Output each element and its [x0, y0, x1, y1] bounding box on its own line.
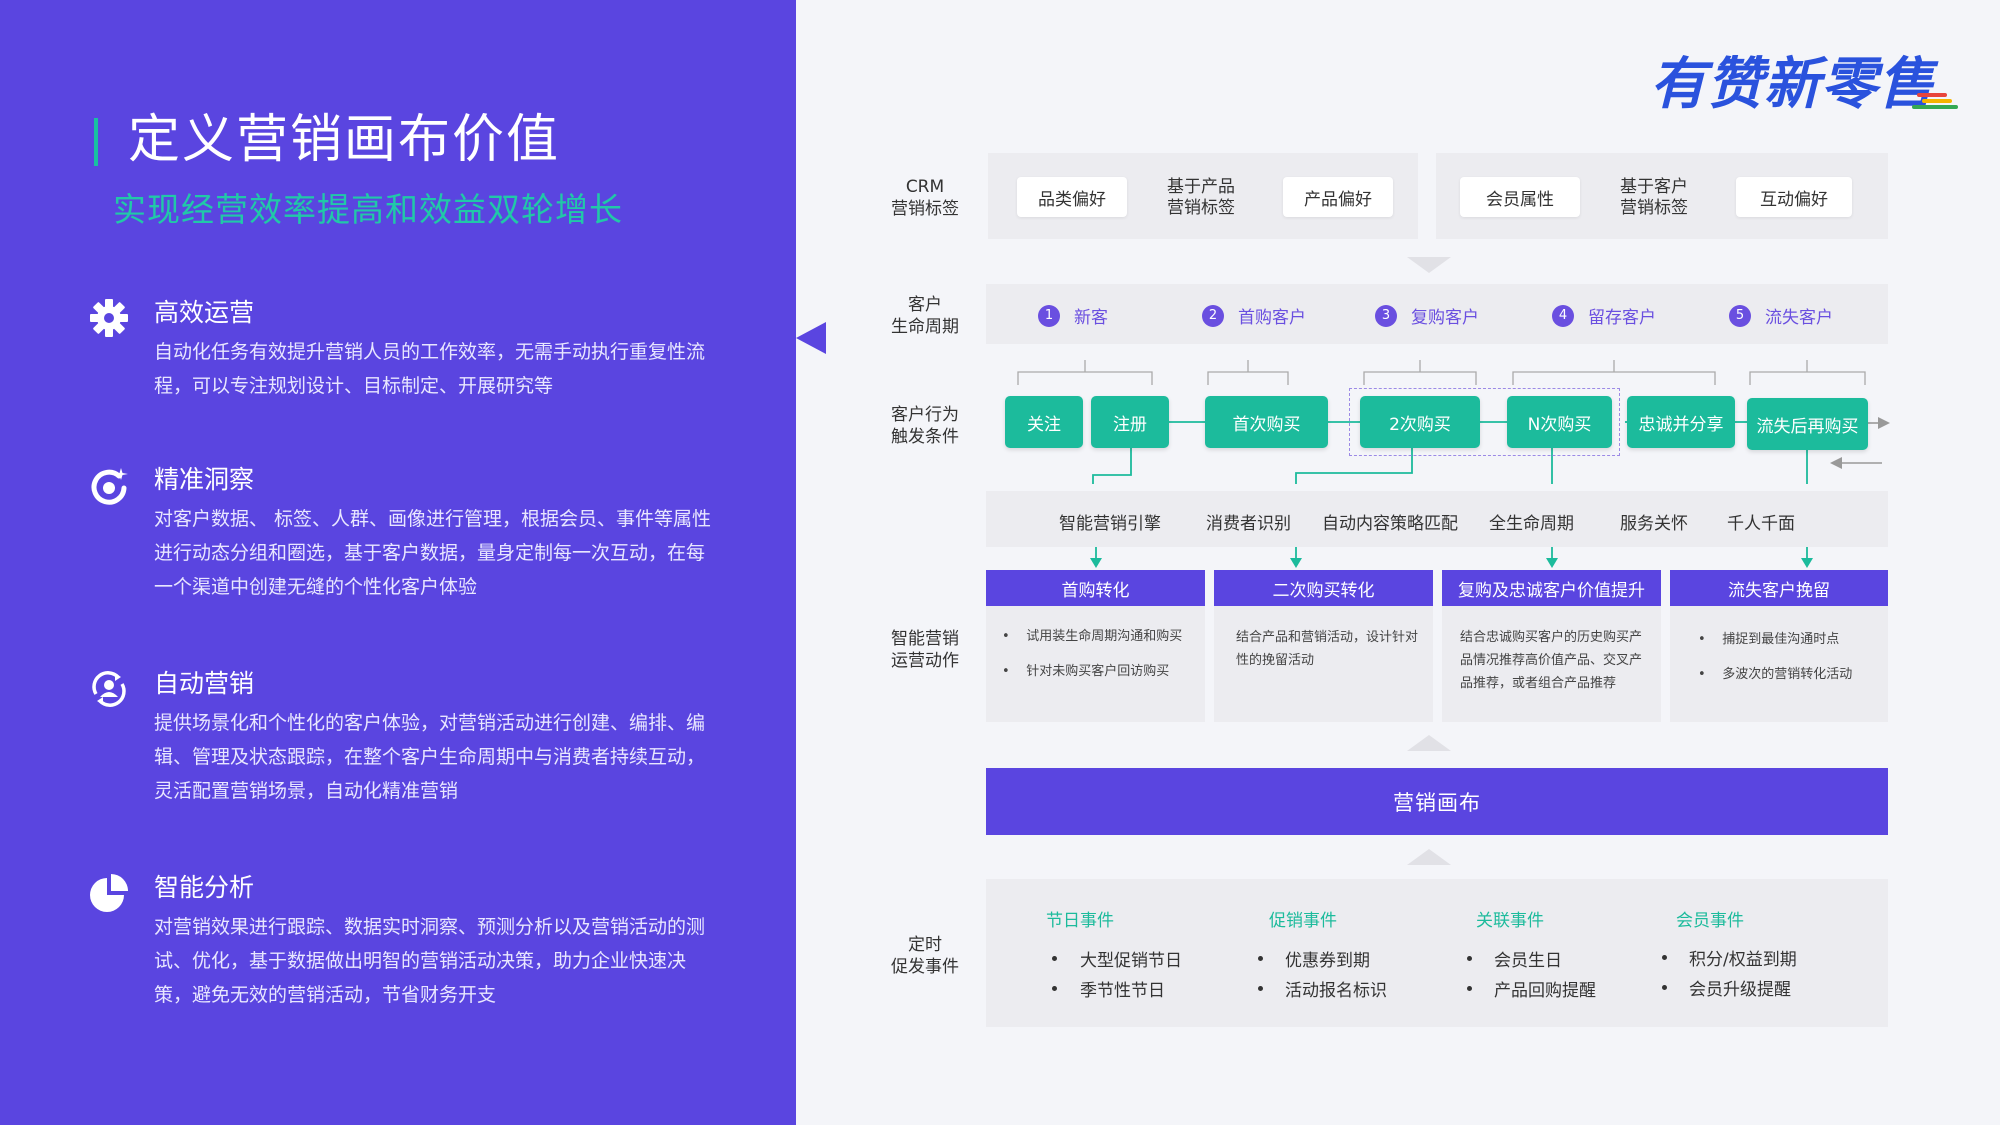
op-first-purchase-head: 首购转化: [986, 570, 1205, 606]
bullet-dot: [1467, 956, 1472, 961]
op-second-purchase-head: 二次购买转化: [1214, 570, 1433, 606]
behavior-repurchase-after-churn: 流失后再购买: [1747, 398, 1868, 450]
feature-desc: 对营销效果进行跟踪、数据实时洞察、预测分析以及营销活动的测试、优化，基于数据做出…: [154, 916, 706, 1006]
engine-smart-marketing: 智能营销引擎: [1059, 514, 1161, 534]
op-second-purchase-body: 结合产品和营销活动，设计针对性的挽留活动: [1214, 606, 1433, 722]
behavior-follow: 关注: [1005, 396, 1083, 448]
op-loyal-value-head: 复购及忠诚客户价值提升: [1442, 570, 1661, 606]
bullet-dot: [1052, 986, 1057, 991]
op-loyal-value-body: 结合忠诚购买客户的历史购买产品情况推荐高价值产品、交叉产品推荐，或者组合产品推荐: [1442, 606, 1661, 722]
row-label-events: 定时促发事件: [891, 935, 959, 977]
bullet-dot: [1258, 956, 1263, 961]
crm-customer-tag-label: 基于客户营销标签: [1620, 177, 1688, 218]
flow-arrow-down: [1407, 257, 1451, 273]
crm-tag-category-pref: 品类偏好: [1017, 177, 1127, 217]
event-related-title: 关联事件: [1476, 911, 1544, 931]
marketing-canvas-bar: 营销画布: [986, 768, 1888, 835]
bullet-dot: [1258, 986, 1263, 991]
event-item: 会员生日: [1494, 951, 1562, 971]
engine-personalization: 千人千面: [1727, 514, 1795, 534]
feature-name: 智能分析: [154, 873, 255, 902]
crm-tag-member-attr: 会员属性: [1460, 177, 1580, 217]
behavior-n-purchase: N次购买: [1507, 396, 1612, 448]
behavior-loyal-share: 忠诚并分享: [1627, 396, 1735, 448]
engine-service-care: 服务关怀: [1620, 514, 1688, 534]
row-label-lifecycle: 客户生命周期: [891, 295, 959, 337]
crm-tag-product-pref: 产品偏好: [1283, 177, 1393, 217]
behavior-second-purchase: 2次购买: [1360, 396, 1480, 448]
event-item: 积分/权益到期: [1689, 950, 1797, 970]
flow-arrow-up: [1407, 735, 1451, 751]
event-item: 季节性节日: [1080, 981, 1165, 1001]
insight-icon: [91, 468, 128, 505]
pie-chart-icon: [90, 874, 128, 912]
feature-desc: 对客户数据、 标签、人群、画像进行管理，根据会员、事件等属性进行动态分组和圈选，…: [154, 508, 712, 598]
engine-content-strategy: 自动内容策略匹配: [1322, 514, 1458, 534]
brand-logo: 有赞新零售: [1650, 52, 1935, 117]
event-item: 会员升级提醒: [1689, 980, 1791, 1000]
user-cycle-icon: [92, 671, 126, 707]
panel-pointer: [796, 322, 826, 354]
op-churn-retention-body: • 捕捉到最佳沟通时点 • 多波次的营销转化活动: [1670, 606, 1888, 722]
engine-full-lifecycle: 全生命周期: [1489, 514, 1574, 534]
row-label-ops: 智能营销运营动作: [891, 629, 959, 671]
feature-desc: 提供场景化和个性化的客户体验，对营销活动进行创建、编排、编辑、管理及状态跟踪，在…: [154, 712, 706, 802]
bullet-dot: [1052, 956, 1057, 961]
event-promo-title: 促销事件: [1269, 911, 1337, 931]
row-label-behavior: 客户行为触发条件: [891, 405, 959, 447]
page-subtitle: 实现经营效率提高和效益双轮增长: [113, 190, 623, 229]
feature-name: 自动营销: [154, 669, 255, 698]
feature-name: 高效运营: [154, 298, 255, 327]
engine-consumer-id: 消费者识别: [1206, 514, 1291, 534]
page-title: 定义营销画布价值: [128, 110, 561, 170]
flow-arrow-up-2: [1407, 849, 1451, 865]
event-item: 产品回购提醒: [1494, 981, 1596, 1001]
crm-tag-interaction-pref: 互动偏好: [1736, 177, 1852, 217]
behavior-register: 注册: [1091, 396, 1169, 448]
event-member-title: 会员事件: [1676, 911, 1744, 931]
engine-band: [986, 491, 1888, 547]
events-band: [986, 879, 1888, 1027]
behavior-first-purchase: 首次购买: [1205, 396, 1328, 448]
event-item: 大型促销节日: [1080, 951, 1182, 971]
op-first-purchase-body: • 试用装生命周期沟通和购买 • 针对未购买客户回访购买: [986, 606, 1205, 722]
left-panel: [0, 0, 796, 1125]
bullet-dot: [1662, 985, 1667, 990]
feature-name: 精准洞察: [154, 465, 255, 494]
bullet-dot: [1662, 955, 1667, 960]
event-holiday-title: 节日事件: [1046, 911, 1114, 931]
crm-product-tag-label: 基于产品营销标签: [1167, 177, 1235, 218]
op-churn-retention-head: 流失客户挽留: [1670, 570, 1888, 606]
gear-icon: [90, 299, 128, 337]
feature-desc: 自动化任务有效提升营销人员的工作效率，无需手动执行重复性流程，可以专注规划设计、…: [154, 341, 706, 397]
event-item: 优惠券到期: [1285, 951, 1370, 971]
event-item: 活动报名标识: [1285, 981, 1387, 1001]
title-accent-bar: [94, 118, 98, 166]
repeat-purchase-group: [1349, 388, 1620, 456]
bullet-dot: [1467, 986, 1472, 991]
